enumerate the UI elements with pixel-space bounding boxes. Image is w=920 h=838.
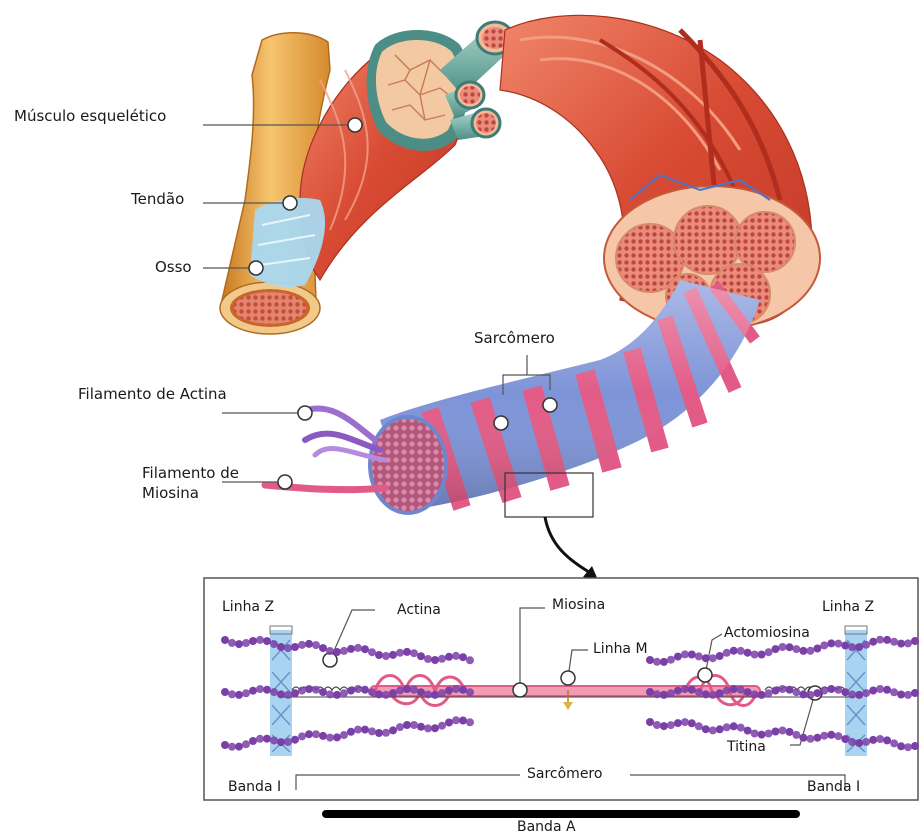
label-banda-i-left: Banda I <box>228 778 281 796</box>
label-linha-z-left: Linha Z <box>222 598 274 616</box>
label-musculo-esqueletico: Músculo esquelético <box>14 107 166 125</box>
label-filamento-miosina-line1: Filamento de <box>142 464 239 482</box>
label-tendao: Tendão <box>131 190 184 208</box>
label-linha-m: Linha M <box>593 640 648 658</box>
zoom-arrow <box>545 517 594 575</box>
label-titina: Titina <box>727 738 766 756</box>
label-sarcomero-detail: Sarcômero <box>527 765 602 783</box>
myofibril-illustration <box>265 280 760 513</box>
label-miosina: Miosina <box>552 596 605 614</box>
fascicle-illustration <box>500 15 820 330</box>
label-actomiosina: Actomiosina <box>724 624 810 642</box>
label-actina: Actina <box>397 601 441 619</box>
label-linha-z-right: Linha Z <box>822 598 874 616</box>
banda-a-bar <box>322 810 800 818</box>
label-osso: Osso <box>155 258 192 276</box>
label-filamento-miosina-line2: Miosina <box>142 484 199 502</box>
label-sarcomero-top: Sarcômero <box>474 329 555 347</box>
label-filamento-actina: Filamento de Actina <box>78 385 227 403</box>
label-banda-i-right: Banda I <box>807 778 860 796</box>
label-banda-a: Banda A <box>517 818 576 836</box>
